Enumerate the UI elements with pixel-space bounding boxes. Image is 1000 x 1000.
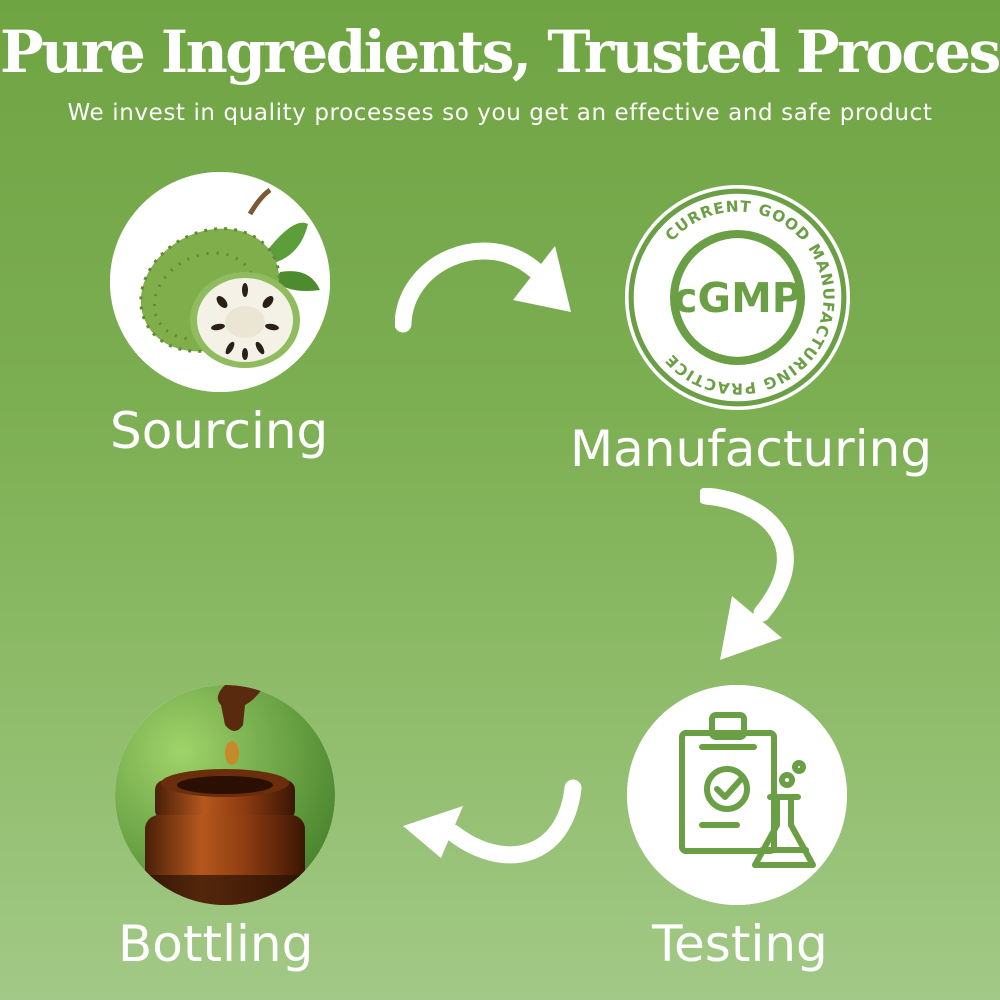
soursop-fruit-image [110, 172, 330, 392]
step-label-testing: Testing [652, 915, 828, 973]
step-label-manufacturing: Manufacturing [570, 420, 933, 478]
arrow-down-icon [700, 488, 794, 660]
sourcing-image [110, 172, 330, 392]
dropper-bottle-image [115, 685, 335, 905]
step-label-bottling: Bottling [118, 915, 314, 973]
clipboard-flask-icon [627, 685, 847, 905]
page-subtitle: We invest in quality processes so you ge… [67, 100, 933, 126]
seal-center-text: cGMP [673, 274, 801, 322]
manufacturing-seal: CURRENT GOOD MANUFACTURING PRACTICE cGMP [625, 185, 850, 410]
testing-image [627, 685, 847, 905]
arrow-left-icon [403, 779, 582, 864]
arrow-right-icon [395, 242, 571, 333]
cgmp-seal-icon: CURRENT GOOD MANUFACTURING PRACTICE cGMP [628, 188, 847, 407]
page-title: Pure Ingredients, Trusted Process [0, 18, 1000, 86]
bottling-image [115, 685, 335, 905]
step-label-sourcing: Sourcing [110, 402, 329, 460]
